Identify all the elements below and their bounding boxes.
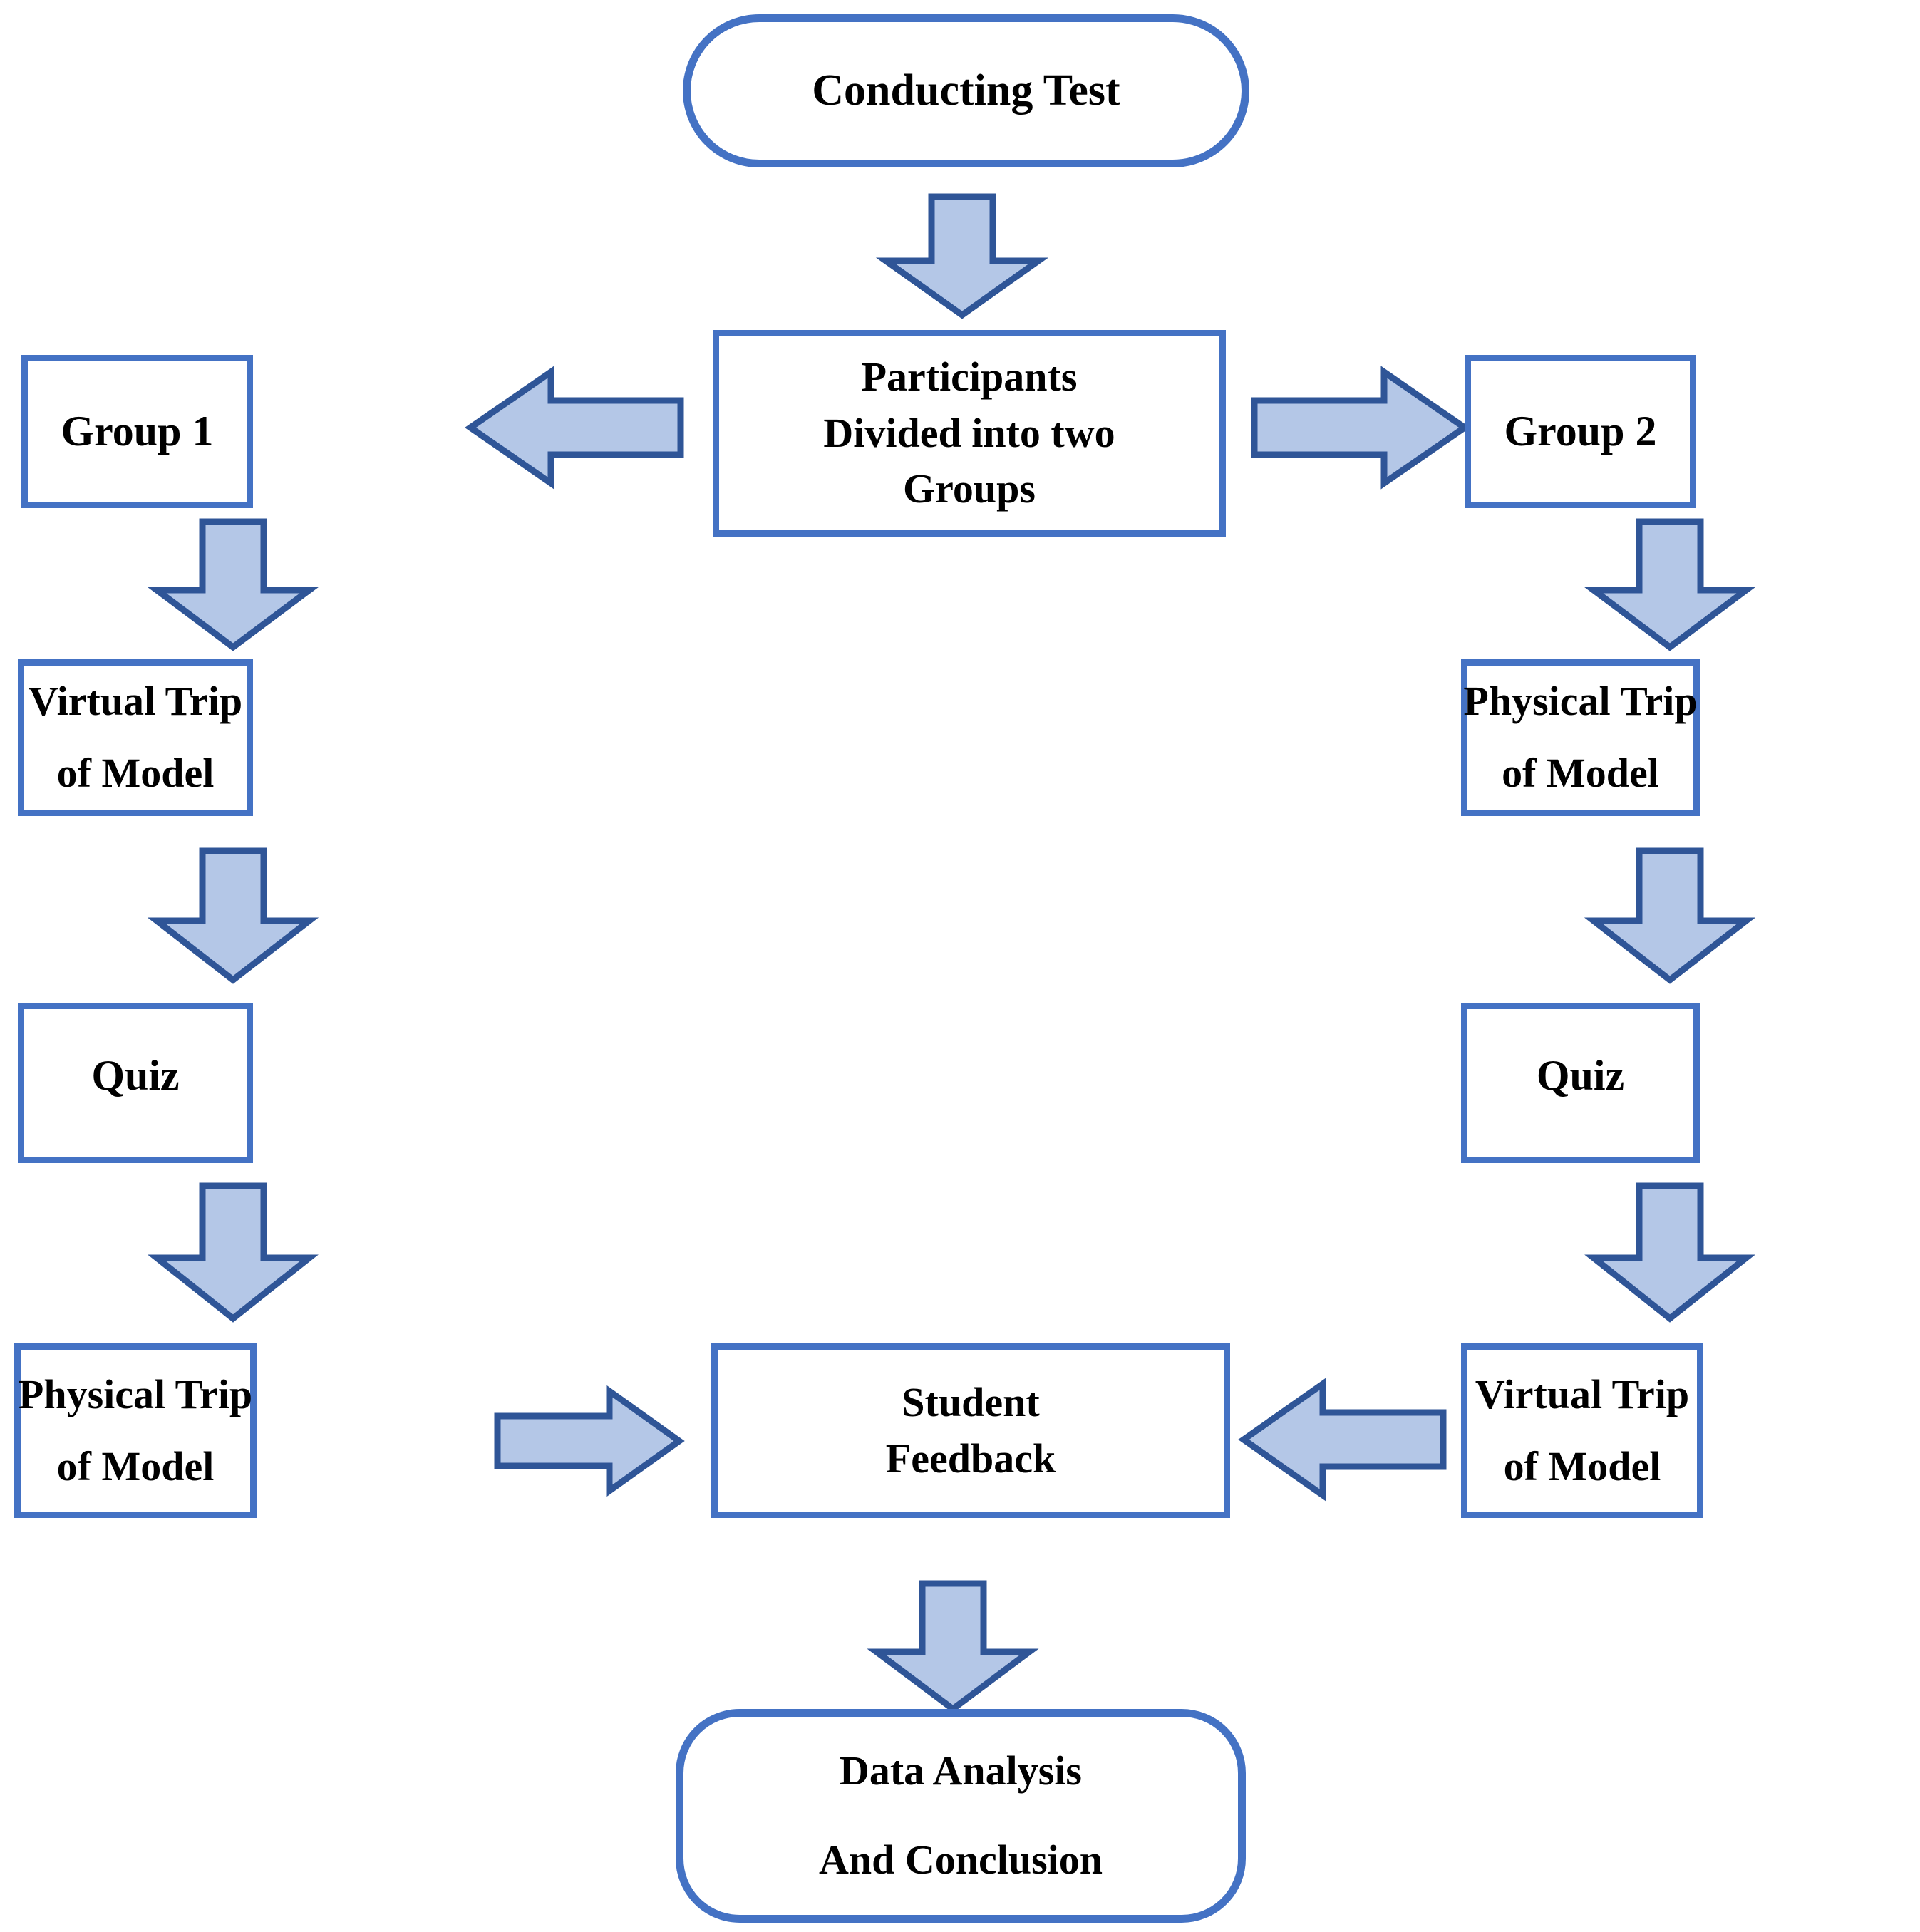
arrow-down-group-1-to-virtual-trip [147,518,319,651]
node-participants-divided-line-1: Participants [861,353,1078,400]
arrow-down-conducting-test-to-participants [875,193,1049,319]
node-student-feedback-line-1: Student [902,1378,1040,1425]
node-group2-virtual-trip-line-1: Virtual Trip [1475,1370,1690,1417]
arrow-down-student-feedback-to-data-analysis [867,1580,1039,1713]
node-data-analysis[interactable]: Data Analysis And Conclusion [676,1709,1246,1923]
node-group1-physical-trip-line-1: Physical Trip [18,1370,253,1417]
node-participants-divided[interactable]: Participants Divided into two Groups [713,330,1226,537]
arrow-right-participants-to-group-2 [1251,363,1470,492]
node-student-feedback-line-2: Feedback [885,1435,1056,1482]
node-participants-divided-line-3: Groups [903,465,1036,512]
node-conducting-test-line-1: Conducting Test [812,66,1120,115]
node-group2-physical-trip-line-1: Physical Trip [1463,678,1698,725]
arrow-down-quiz-to-virtual-trip [1584,1182,1755,1323]
node-group-2-label: Group 2 [1504,408,1657,455]
node-group1-quiz[interactable]: Quiz [18,1003,253,1163]
node-group2-virtual-trip[interactable]: Virtual Trip of Model [1461,1343,1703,1518]
node-group1-virtual-trip-line-2: of Model [56,750,215,796]
node-group2-quiz[interactable]: Quiz [1461,1003,1700,1163]
node-group2-physical-trip[interactable]: Physical Trip of Model [1461,659,1700,816]
node-group2-quiz-label: Quiz [1536,1052,1625,1099]
arrow-left-virtual-trip-to-student-feedback [1238,1375,1447,1504]
node-group2-virtual-trip-line-2: of Model [1503,1442,1661,1489]
arrow-down-group-2-to-physical-trip [1584,518,1756,651]
node-participants-divided-line-2: Divided into two [823,409,1115,456]
arrow-left-participants-to-group-1 [465,363,684,492]
node-group1-quiz-label: Quiz [91,1052,180,1099]
node-group-2[interactable]: Group 2 [1465,355,1696,508]
node-student-feedback[interactable]: Student Feedback [711,1343,1230,1518]
arrow-down-virtual-trip-to-quiz [147,847,319,984]
node-data-analysis-line-2: And Conclusion [818,1837,1103,1883]
node-group-1[interactable]: Group 1 [21,355,253,508]
node-group1-physical-trip[interactable]: Physical Trip of Model [14,1343,257,1518]
arrow-right-physical-trip-to-student-feedback [494,1384,685,1498]
node-group-1-label: Group 1 [61,408,214,455]
arrow-down-physical-trip-to-quiz [1584,847,1756,984]
arrow-down-quiz-to-physical-trip [148,1182,319,1323]
node-group1-virtual-trip[interactable]: Virtual Trip of Model [18,659,253,816]
node-group1-physical-trip-line-2: of Model [56,1442,215,1489]
node-group2-physical-trip-line-2: of Model [1502,750,1659,796]
node-conducting-test[interactable]: Conducting Test [683,14,1249,167]
node-group1-virtual-trip-line-1: Virtual Trip [28,678,243,725]
node-data-analysis-line-1: Data Analysis [839,1747,1082,1794]
